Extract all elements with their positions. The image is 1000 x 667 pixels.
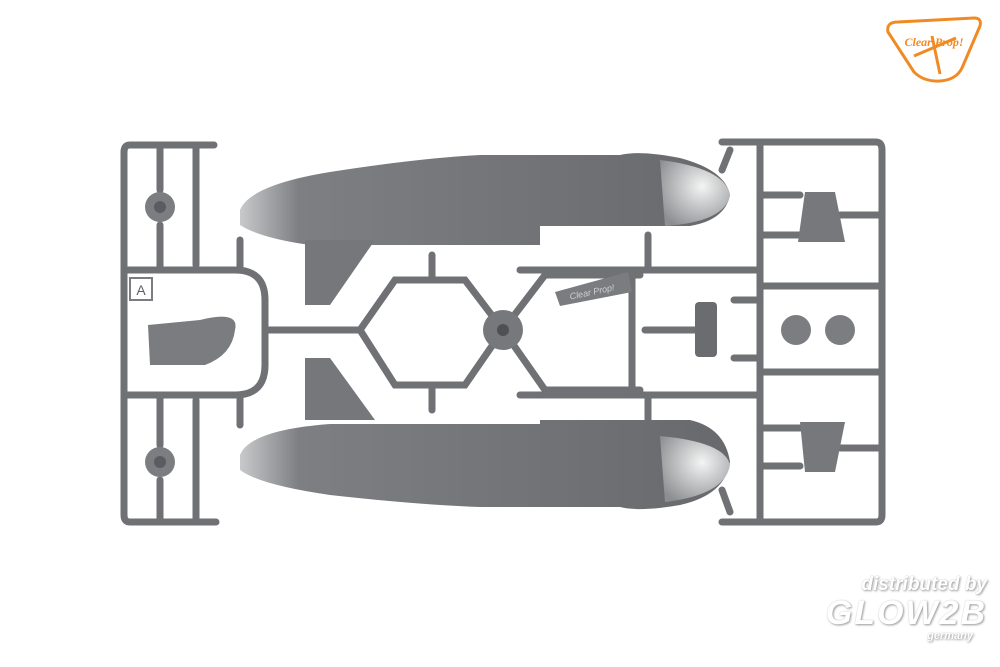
logo-text: Clear Prop!: [904, 35, 963, 49]
fuselage-halves: [129, 153, 855, 510]
clear-prop-logo: Clear Prop!: [884, 16, 984, 84]
watermark-line1: distributed by: [861, 574, 987, 595]
watermark-country: germany: [927, 630, 973, 642]
sprue-letter: A: [136, 282, 146, 298]
watermark-brand: GLOW2B: [825, 594, 987, 632]
distributor-watermark: distributed by GLOW2B germany: [812, 574, 987, 642]
runners: [120, 138, 886, 526]
